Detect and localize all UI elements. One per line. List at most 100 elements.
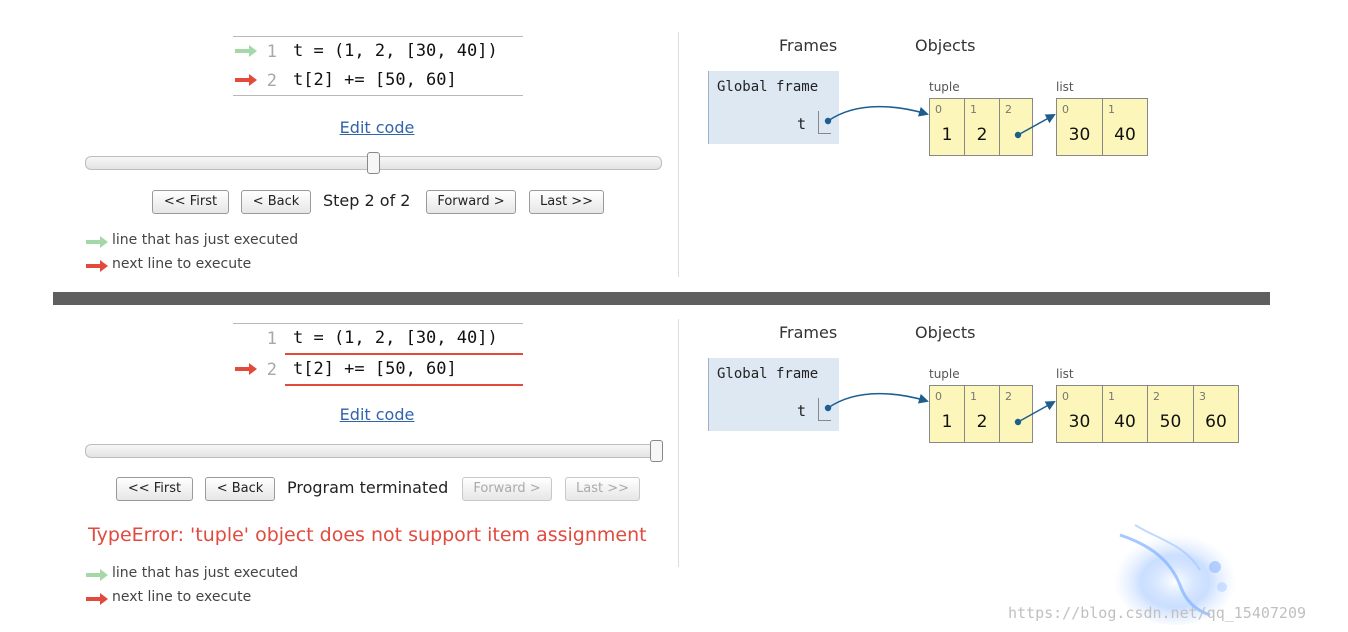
list-cell: 0 30 bbox=[1057, 386, 1103, 442]
back-button[interactable]: < Back bbox=[241, 190, 311, 214]
forward-button[interactable]: Forward > bbox=[426, 190, 516, 214]
tuple-cell: 2 bbox=[1000, 99, 1032, 155]
code-text: t = (1, 2, [30, 40]) bbox=[293, 328, 498, 348]
cell-value: 1 bbox=[941, 125, 953, 145]
cell-value: 60 bbox=[1205, 412, 1227, 432]
code-listing: 1 t = (1, 2, [30, 40]) 2 t[2] += [50, 60… bbox=[233, 323, 523, 386]
cell-value: 1 bbox=[941, 412, 953, 432]
panel-separator bbox=[678, 319, 679, 567]
cell-index: 1 bbox=[970, 103, 977, 116]
line-number: 2 bbox=[266, 71, 277, 91]
list-cell: 1 40 bbox=[1103, 386, 1148, 442]
code-text: t[2] += [50, 60] bbox=[293, 70, 457, 90]
global-frame: Global frame t bbox=[708, 358, 839, 431]
legend-next-label: next line to execute bbox=[112, 256, 252, 272]
step-slider[interactable] bbox=[85, 444, 662, 458]
objects-heading: Objects bbox=[915, 36, 976, 55]
next-arrow-icon bbox=[235, 74, 257, 86]
cell-value: 30 bbox=[1068, 412, 1091, 432]
list-cell: 2 50 bbox=[1148, 386, 1194, 442]
executed-arrow-icon bbox=[235, 45, 257, 57]
pegasus-watermark-icon bbox=[1113, 524, 1237, 625]
global-frame-title: Global frame bbox=[717, 366, 819, 382]
cell-value: 2 bbox=[976, 125, 988, 145]
cell-value: 2 bbox=[976, 412, 988, 432]
tuple-type-label: tuple bbox=[929, 367, 960, 381]
cell-index: 0 bbox=[1062, 103, 1069, 116]
last-button[interactable]: Last >> bbox=[529, 190, 604, 214]
frame-variable: t bbox=[797, 402, 807, 420]
edit-code-link[interactable]: Edit code bbox=[339, 118, 415, 137]
first-button[interactable]: << First bbox=[152, 190, 229, 214]
watermark-url: https://blog.csdn.net/qq_15407209 bbox=[1008, 604, 1307, 622]
code-line-2: 2 t[2] += [50, 60] bbox=[235, 355, 523, 386]
panel-divider bbox=[53, 292, 1270, 305]
last-button[interactable]: Last >> bbox=[565, 477, 640, 501]
global-frame: Global frame t bbox=[708, 71, 839, 144]
edit-code-link[interactable]: Edit code bbox=[339, 405, 415, 424]
cell-index: 1 bbox=[1108, 103, 1115, 116]
error-message: TypeError: 'tuple' object does not suppo… bbox=[88, 524, 647, 546]
back-button[interactable]: < Back bbox=[205, 477, 275, 501]
step-counter: Step 2 of 2 bbox=[323, 191, 411, 210]
cell-index: 0 bbox=[935, 103, 942, 116]
list-cell: 1 40 bbox=[1103, 99, 1147, 155]
visualizer-terminated: 1 t = (1, 2, [30, 40]) 2 t[2] += [50, 60… bbox=[0, 305, 1348, 632]
next-arrow-icon bbox=[86, 260, 108, 272]
next-arrow-icon bbox=[235, 363, 257, 375]
code-text: t[2] += [50, 60] bbox=[293, 359, 457, 379]
slider-handle[interactable] bbox=[366, 152, 380, 174]
tuple-cell: 2 bbox=[1000, 386, 1032, 442]
frames-heading: Frames bbox=[779, 36, 838, 55]
legend-executed-label: line that has just executed bbox=[112, 232, 299, 248]
step-counter: Program terminated bbox=[287, 478, 449, 497]
list-cell: 3 60 bbox=[1194, 386, 1238, 442]
list-object: 0 30 1 40 bbox=[1056, 98, 1148, 156]
cell-value: 40 bbox=[1114, 125, 1136, 145]
list-type-label: list bbox=[1056, 80, 1074, 94]
legend-next-label: next line to execute bbox=[112, 589, 252, 605]
cell-index: 0 bbox=[935, 390, 942, 403]
cell-index: 1 bbox=[970, 390, 977, 403]
frame-slot bbox=[818, 398, 831, 421]
code-line-2: 2 t[2] += [50, 60] bbox=[233, 66, 523, 95]
tuple-type-label: tuple bbox=[929, 80, 960, 94]
cell-index: 1 bbox=[1108, 390, 1115, 403]
frames-heading: Frames bbox=[779, 323, 838, 342]
list-cell: 0 30 bbox=[1057, 99, 1103, 155]
code-line-1: 1 t = (1, 2, [30, 40]) bbox=[267, 324, 523, 355]
line-number: 2 bbox=[266, 360, 277, 380]
frame-slot bbox=[818, 111, 831, 134]
code-listing: 1 t = (1, 2, [30, 40]) 2 t[2] += [50, 60… bbox=[233, 36, 523, 96]
code-text: t = (1, 2, [30, 40]) bbox=[293, 41, 498, 61]
panel-separator bbox=[678, 32, 679, 277]
list-type-label: list bbox=[1056, 367, 1074, 381]
line-number: 1 bbox=[266, 42, 277, 62]
cell-value: 50 bbox=[1159, 412, 1182, 432]
legend-executed-label: line that has just executed bbox=[112, 565, 299, 581]
executed-arrow-icon bbox=[86, 236, 108, 248]
objects-heading: Objects bbox=[915, 323, 976, 342]
first-button[interactable]: << First bbox=[116, 477, 193, 501]
line-number: 1 bbox=[266, 329, 277, 349]
cell-value: 30 bbox=[1068, 125, 1091, 145]
cell-index: 2 bbox=[1005, 390, 1012, 403]
cell-value: 40 bbox=[1114, 412, 1136, 432]
code-line-1: 1 t = (1, 2, [30, 40]) bbox=[233, 37, 523, 66]
frame-variable: t bbox=[797, 115, 807, 133]
slider-handle[interactable] bbox=[650, 440, 663, 462]
list-object: 0 30 1 40 2 50 3 60 bbox=[1056, 385, 1239, 443]
cell-index: 2 bbox=[1005, 103, 1012, 116]
cell-index: 3 bbox=[1199, 390, 1206, 403]
forward-button[interactable]: Forward > bbox=[462, 477, 552, 501]
global-frame-title: Global frame bbox=[717, 79, 819, 95]
cell-index: 2 bbox=[1153, 390, 1160, 403]
executed-arrow-icon bbox=[86, 569, 108, 581]
next-arrow-icon bbox=[86, 593, 108, 605]
cell-index: 0 bbox=[1062, 390, 1069, 403]
